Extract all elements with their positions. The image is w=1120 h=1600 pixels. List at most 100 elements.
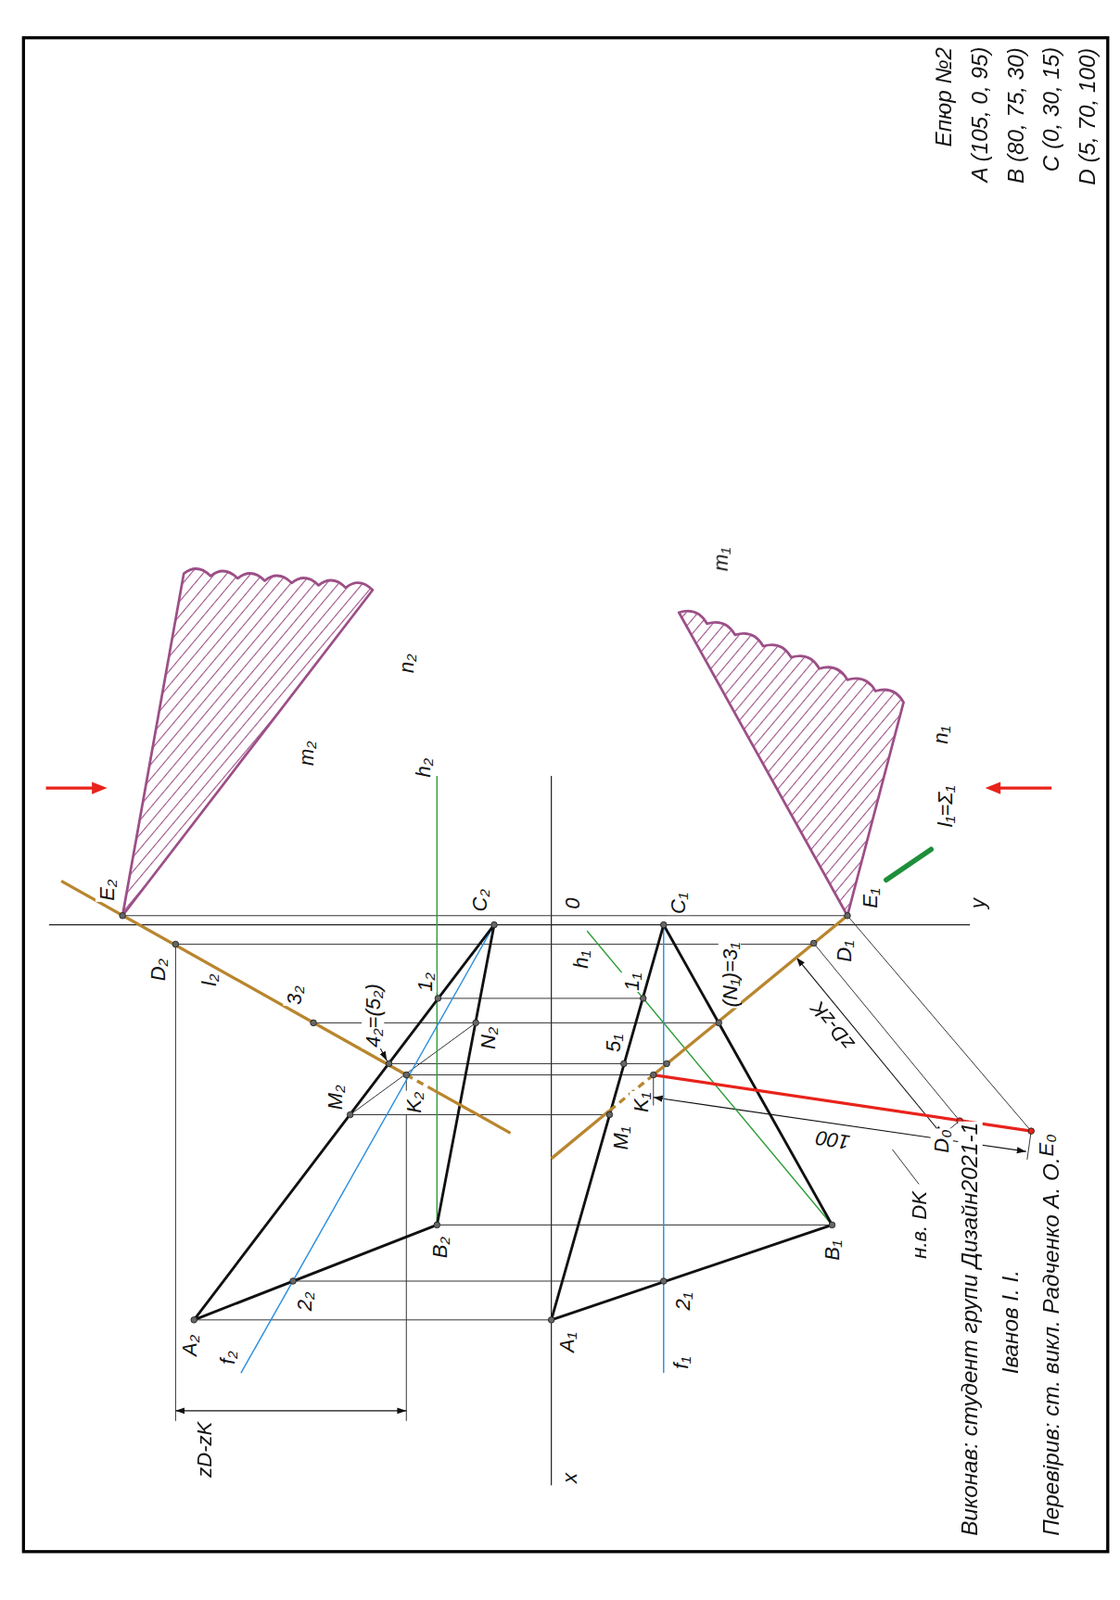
point-label: E₁ (858, 887, 881, 910)
point-label: zD-zK (805, 996, 860, 1057)
drawing-element (193, 925, 495, 1321)
point-label: 2₂ (292, 1291, 316, 1313)
drawing-element (551, 925, 833, 1321)
point-label: f₂ (215, 1349, 238, 1366)
sheet-note: Іванов І. І. (998, 1269, 1024, 1375)
point-label: 1₁ (620, 972, 643, 993)
line-l (61, 880, 848, 1159)
point-label: l₂ (198, 972, 221, 988)
drawing-element (491, 921, 498, 929)
drawing-element (122, 568, 373, 916)
sheet-note: C (0, 30, 15) (1039, 46, 1065, 174)
drawing-element (547, 1317, 555, 1324)
point-label: h₂ (411, 757, 434, 779)
point-label: D₂ (147, 957, 170, 983)
point-label: M₁ (608, 1125, 631, 1151)
point-label: C₁ (666, 891, 689, 916)
drawing-element (995, 786, 1053, 790)
point-label: h₁ (569, 949, 592, 969)
drawing-element (586, 930, 832, 1225)
drawing-element (175, 1410, 407, 1412)
drawing-element (190, 1317, 198, 1324)
drawing-element (715, 1019, 723, 1027)
drawing-element (660, 921, 667, 929)
drawing-element (61, 880, 407, 1075)
drawing-element (1028, 1128, 1035, 1135)
point-label: n₁ (928, 725, 951, 745)
drawing-element (433, 1090, 511, 1133)
drawing-element (406, 1075, 434, 1092)
sheet-note: A (105, 0, 95) (967, 45, 993, 183)
point-label: 5₁ (601, 1033, 624, 1054)
drawing-element (810, 940, 817, 947)
drawing-element (46, 786, 98, 790)
drawing-element (406, 1075, 408, 1422)
point-label: B₁ (820, 1239, 843, 1262)
drawing-element (653, 916, 848, 1076)
true-length-line (46, 782, 1053, 1133)
drawing-element (891, 1149, 919, 1184)
drawing-element (621, 1060, 628, 1068)
drawing-element (660, 1278, 667, 1286)
point-label: f₁ (669, 1355, 692, 1370)
points (119, 912, 1035, 1324)
drawing-element (985, 782, 1002, 795)
sheet-note: B (80, 75, 30) (1004, 45, 1030, 184)
drawing-element (652, 1075, 654, 1107)
drawing-element (437, 997, 643, 999)
drawing-element (550, 776, 552, 1486)
point-label: n₂ (394, 652, 418, 675)
drawing-element (678, 610, 904, 917)
sheet-note: Виконав: студент групи Дизайн2021-1 (957, 1120, 983, 1537)
drawing-element (639, 995, 647, 1003)
drawing-element (606, 1111, 613, 1119)
point-label: K₂ (402, 1091, 425, 1115)
drawing-element (406, 1074, 653, 1076)
drawing-element (119, 912, 127, 919)
point-label: E₂ (94, 878, 117, 903)
point-label: m₁ (708, 547, 731, 573)
point-label: 100 (813, 1126, 853, 1155)
axes (49, 776, 970, 1486)
drawing-element (436, 1224, 832, 1226)
drawing-element (193, 1319, 551, 1321)
point-label: н.в. DK (907, 1190, 930, 1260)
sheet-title: Епюр №2 (931, 46, 957, 149)
sheet-frame (23, 38, 1108, 1553)
point-label: l₁=Σ₁ (932, 784, 955, 828)
point-label: A₂ (178, 1334, 201, 1358)
point-label: D₀ (929, 1128, 953, 1154)
drawing-element (551, 1110, 611, 1159)
point-label: D₁ (831, 940, 854, 964)
point-label: 2₁ (671, 1291, 694, 1311)
drawing-element (91, 782, 108, 795)
triangle-abc (193, 925, 832, 1321)
point-label: B₂ (427, 1235, 450, 1260)
drawing-element (662, 925, 664, 1374)
point-label: (N₁)=3₁ (717, 941, 740, 1009)
point-label: x (558, 1472, 581, 1485)
point-label: C₂ (468, 888, 491, 914)
drawing-element (346, 1111, 354, 1119)
drawing-element (310, 1019, 318, 1027)
drawing-element (172, 941, 179, 948)
point-label: 0 (560, 896, 584, 910)
drawing-element (828, 1221, 836, 1229)
point-label: E₀ (1034, 1132, 1057, 1158)
point-label: y (966, 897, 989, 910)
point-label: N₂ (476, 1026, 499, 1052)
point-label: 4₂=(5₂) (361, 982, 384, 1049)
drawing-element (175, 944, 177, 1422)
sheet-note: Перевірив: ст. викл. Радченко А. О. (1039, 1156, 1065, 1538)
sheet-note: D (5, 70, 100) (1074, 46, 1100, 186)
point-label: 3₂ (282, 984, 306, 1006)
drawing-element (380, 1047, 388, 1061)
drawing-element (292, 1280, 664, 1282)
drawing-element (844, 912, 852, 919)
drawing-element (1027, 1131, 1031, 1160)
drawing-element (434, 995, 442, 1003)
drawing-element (847, 916, 1031, 1132)
drawing-element (663, 1060, 671, 1068)
drawing-element (433, 1221, 441, 1229)
